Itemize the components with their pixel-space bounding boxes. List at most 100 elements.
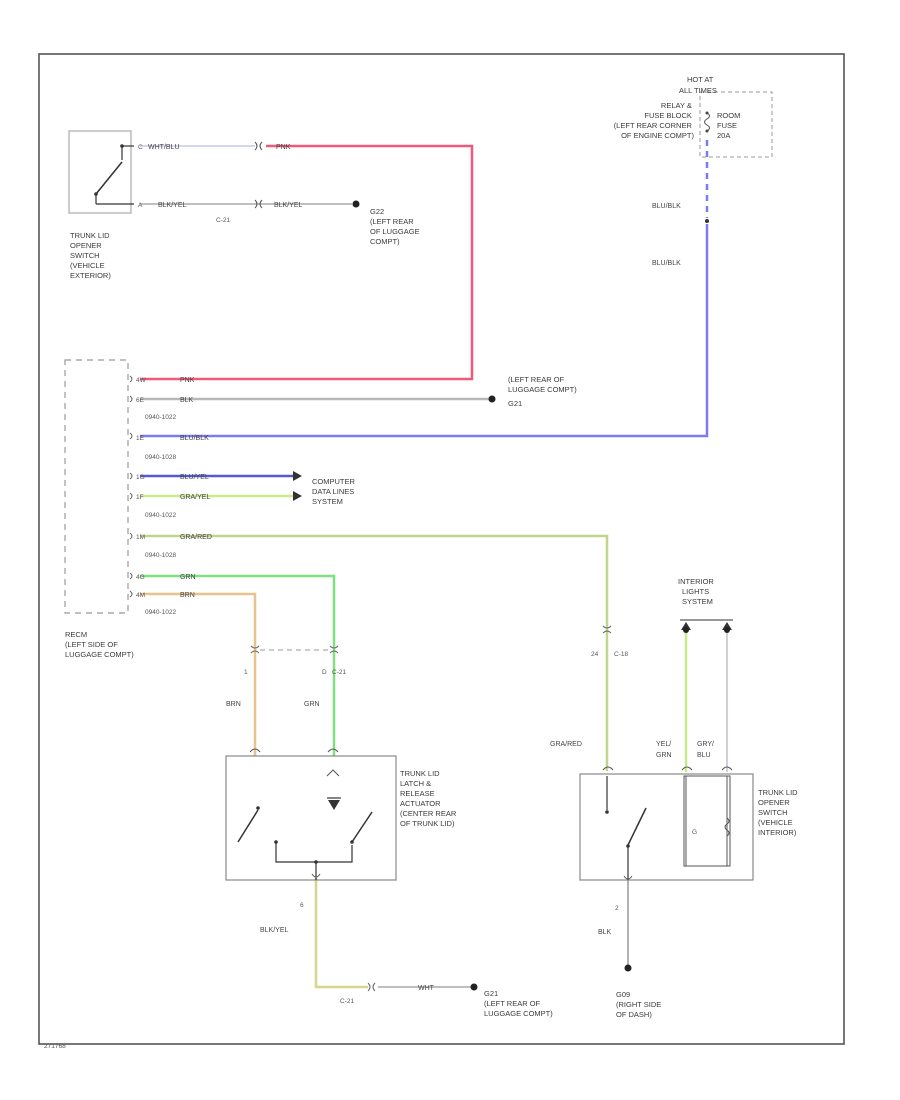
wire-label: GRY/ [697, 741, 714, 748]
switch-interior-lamp-symbol [724, 817, 730, 837]
switch-interior-lamp-box [683, 775, 731, 867]
arrow-computer-data-1 [293, 471, 302, 481]
actuator-switch-1 [237, 809, 259, 843]
actuator-switch-2 [351, 811, 373, 843]
actuator-box [225, 755, 397, 881]
wire-label: GRN [304, 701, 320, 708]
switch-interior-box [579, 773, 754, 881]
wire-label: GRN [180, 574, 196, 581]
switch-interior-contact [627, 807, 647, 846]
pin-label: 24 [591, 651, 599, 658]
pin-label: 2 [615, 905, 619, 912]
wire-label: BRN [226, 701, 241, 708]
wire-pnk [140, 144, 474, 381]
actuator-terminal [314, 860, 318, 864]
recm-pin: 1E [136, 435, 145, 442]
recm-pin: 4M [136, 592, 145, 599]
fuse-terminal [705, 111, 709, 115]
recm-pin-ticks [129, 375, 133, 598]
computer-data-lines-label: COMPUTER DATA LINES SYSTEM [312, 477, 357, 506]
recm-label: RECM (LEFT SIDE OF LUGGAGE COMPT) [65, 630, 134, 659]
switch-interior-terminal [605, 810, 609, 814]
wire-blk-yel-bottom [314, 878, 368, 989]
wire-label: GRA/RED [180, 534, 212, 541]
connector-symbol [367, 982, 376, 992]
diagram-code: 271768 [44, 1043, 66, 1050]
ground-g22-dot [352, 200, 360, 208]
interior-lights-terminal [724, 627, 730, 633]
wire-grn [140, 574, 336, 756]
connector-symbol [329, 645, 339, 654]
switch-exterior-box [68, 130, 132, 214]
fuse-label: ROOM FUSE 20A [717, 111, 742, 140]
recm-pin: 1F [136, 494, 144, 501]
wire-label: BLK/YEL [158, 202, 187, 209]
relay-fuse-block [699, 91, 773, 158]
wire-label: BLU/YEL [180, 474, 209, 481]
pin-label: 6 [300, 902, 304, 909]
connector-label: C-21 [216, 217, 230, 224]
wire-label: GRA/YEL [180, 494, 210, 501]
recm-connector: 0940-1028 [145, 454, 176, 461]
wire-label: WHT [418, 985, 435, 992]
switch-exterior-pin: C [138, 144, 143, 151]
splice-dot [705, 219, 709, 223]
wire-label: BLU/BLK [652, 203, 681, 210]
arrow-computer-data-2 [293, 491, 302, 501]
recm-pin: 4G [136, 574, 145, 581]
interior-lights-terminal [683, 627, 689, 633]
ground-g09-label: G09 (RIGHT SIDE OF DASH) [616, 990, 663, 1019]
ground-g21-bottom-label: G21 (LEFT REAR OF LUGGAGE COMPT) [484, 989, 553, 1018]
pin-label: 1 [244, 669, 248, 676]
relay-block-label: RELAY & FUSE BLOCK (LEFT REAR CORNER OF … [614, 101, 695, 140]
arrow-interior-lights-1 [681, 622, 691, 630]
recm-connector: 0940-1022 [145, 414, 176, 421]
diagram-frame [38, 53, 845, 1045]
interior-lights-label: INTERIOR LIGHTS SYSTEM [678, 577, 716, 606]
wire-label: BLU/BLK [180, 435, 209, 442]
wire-blu-blk [140, 224, 709, 438]
wire-label: GRA/RED [550, 741, 582, 748]
connector-label: C-21 [340, 998, 354, 1005]
actuator-link [275, 842, 353, 863]
switch-exterior-pin: A [138, 202, 143, 209]
actuator-solenoid [328, 800, 340, 810]
ground-g09-dot [624, 964, 632, 972]
pin-label: D [322, 669, 327, 676]
wire-gra-red [140, 534, 609, 771]
wire-label: BLK/YEL [274, 202, 303, 209]
wire-label: BLU [697, 752, 711, 759]
switch-exterior-label: TRUNK LID OPENER SWITCH (VEHICLE EXTERIO… [70, 231, 112, 280]
wire-brn [140, 592, 257, 756]
recm-pin: 1M [136, 534, 145, 541]
recm-pin: 6E [136, 397, 145, 404]
fuse-terminal [705, 129, 709, 133]
connector-symbol [623, 875, 633, 880]
power-hot-label: HOT AT [687, 75, 714, 84]
recm-box [64, 359, 129, 614]
recm-connector: 0940-1028 [145, 552, 176, 559]
recm-connector: 0940-1022 [145, 609, 176, 616]
wire-label: GRN [656, 752, 672, 759]
actuator-terminal [350, 840, 354, 844]
arrow-interior-lights-2 [722, 622, 732, 630]
connector-symbol [311, 873, 321, 878]
pin-label: G [692, 829, 697, 836]
switch-exterior-contact [95, 161, 123, 195]
ground-g21-bottom-dot [470, 983, 478, 991]
power-hot-label: ALL TIMES [679, 86, 717, 95]
recm-pin: 1G [136, 474, 145, 481]
wire-label: BLK/YEL [260, 927, 289, 934]
recm-pin: 4W [136, 377, 147, 384]
actuator-terminal [326, 769, 340, 777]
wire-label: BRN [180, 592, 195, 599]
actuator-terminal [249, 748, 339, 753]
connector-label: C-21 [332, 669, 346, 676]
wire-label: YEL/ [656, 741, 671, 748]
connector-symbol [254, 199, 263, 209]
ground-g21-top-label: (LEFT REAR OF LUGGAGE COMPT) G21 [508, 375, 579, 408]
connector-symbol [602, 625, 612, 634]
actuator-label: TRUNK LID LATCH & RELEASE ACTUATOR (CENT… [400, 769, 458, 828]
wire-label: WHT/BLU [148, 144, 180, 151]
